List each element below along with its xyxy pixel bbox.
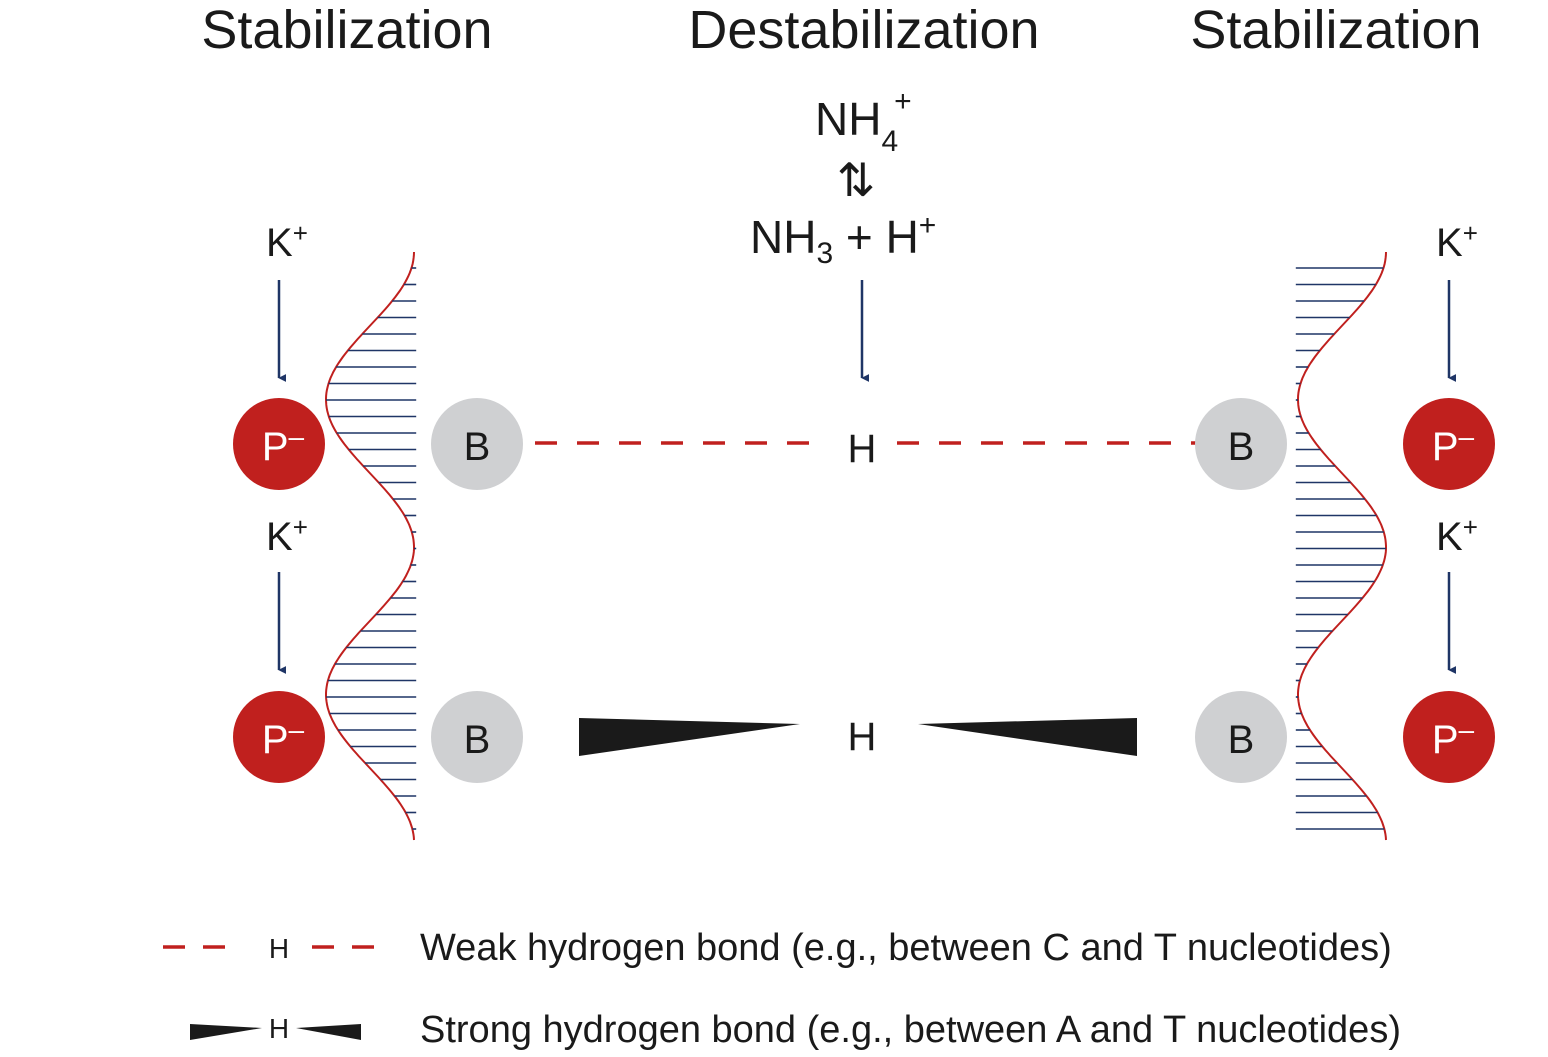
ammonia-plus-proton: NH3 + H+: [750, 209, 936, 270]
svg-text:B: B: [464, 718, 491, 762]
left-potassium-top: K+: [266, 218, 308, 382]
ammonia-subscript: 3: [816, 237, 833, 270]
legend-weak-bond: H Weak hydrogen bond (e.g., between C an…: [163, 927, 1392, 969]
svg-text:B: B: [1228, 425, 1255, 469]
phosphate-node-right-top: P–: [1403, 398, 1495, 490]
left-base-pair-rungs: [326, 267, 417, 830]
legend: H Weak hydrogen bond (e.g., between C an…: [163, 927, 1401, 1051]
strong-bond-wedge-right: [918, 718, 1137, 756]
svg-text:P–: P–: [1432, 714, 1475, 762]
base-node-left-top: B: [431, 398, 523, 490]
phosphate-node-left-bottom: P–: [233, 691, 325, 783]
equilibrium-arrows-icon: ⇅: [837, 154, 876, 206]
base-node-left-bottom: B: [431, 691, 523, 783]
heading-center-destabilization: Destabilization: [688, 0, 1039, 60]
right-dna-helix: [1295, 251, 1387, 841]
base-node-right-bottom: B: [1195, 691, 1287, 783]
right-potassium-top: K+: [1436, 218, 1478, 382]
heading-right-stabilization: Stabilization: [1190, 0, 1481, 60]
potassium-ion-label: K+: [1436, 218, 1478, 265]
legend-weak-hydrogen: H: [269, 933, 289, 964]
plus-h: + H: [833, 211, 919, 263]
legend-strong-bond: H Strong hydrogen bond (e.g., between A …: [190, 1009, 1401, 1051]
proton-superscript: +: [919, 209, 937, 242]
right-potassium-bottom: K+: [1436, 512, 1478, 674]
svg-text:P–: P–: [262, 714, 305, 762]
legend-strong-wedge-left: [190, 1024, 262, 1040]
svg-text:P–: P–: [1432, 421, 1475, 469]
strong-bond-row: H: [579, 715, 1137, 759]
strong-bond-wedge-left: [579, 718, 800, 756]
svg-text:B: B: [1228, 718, 1255, 762]
legend-strong-wedge-right: [296, 1024, 361, 1040]
phosphate-node-left-top: P–: [233, 398, 325, 490]
potassium-ion-label: K+: [266, 512, 308, 559]
hydrogen-label: H: [848, 715, 877, 759]
ammonia-nh: NH: [750, 211, 816, 263]
right-dna-backbone: [1296, 251, 1387, 841]
heading-left-stabilization: Stabilization: [201, 0, 492, 60]
weak-bond-row: H: [535, 427, 1200, 471]
ammonium-formula: NH4 +: [815, 85, 912, 158]
left-dna-helix: [324, 251, 417, 841]
svg-text:B: B: [464, 425, 491, 469]
left-potassium-bottom: K+: [266, 512, 308, 674]
hydrogen-label: H: [848, 427, 877, 471]
right-base-pair-rungs: [1295, 267, 1386, 830]
base-node-right-top: B: [1195, 398, 1287, 490]
left-dna-backbone: [324, 251, 415, 841]
ammonium-subscript: 4: [881, 125, 898, 158]
ammonium-equilibrium: NH4+ ⇅ NH3 + H+: [750, 85, 936, 382]
legend-strong-label: Strong hydrogen bond (e.g., between A an…: [420, 1009, 1401, 1051]
legend-strong-hydrogen: H: [269, 1013, 289, 1044]
potassium-ion-label: K+: [266, 218, 308, 265]
ammonium-superscript: +: [894, 85, 912, 118]
ammonium-nh: NH: [815, 93, 881, 145]
potassium-ion-label: K+: [1436, 512, 1478, 559]
svg-text:P–: P–: [262, 421, 305, 469]
legend-weak-label: Weak hydrogen bond (e.g., between C and …: [420, 927, 1392, 969]
phosphate-node-right-bottom: P–: [1403, 691, 1495, 783]
